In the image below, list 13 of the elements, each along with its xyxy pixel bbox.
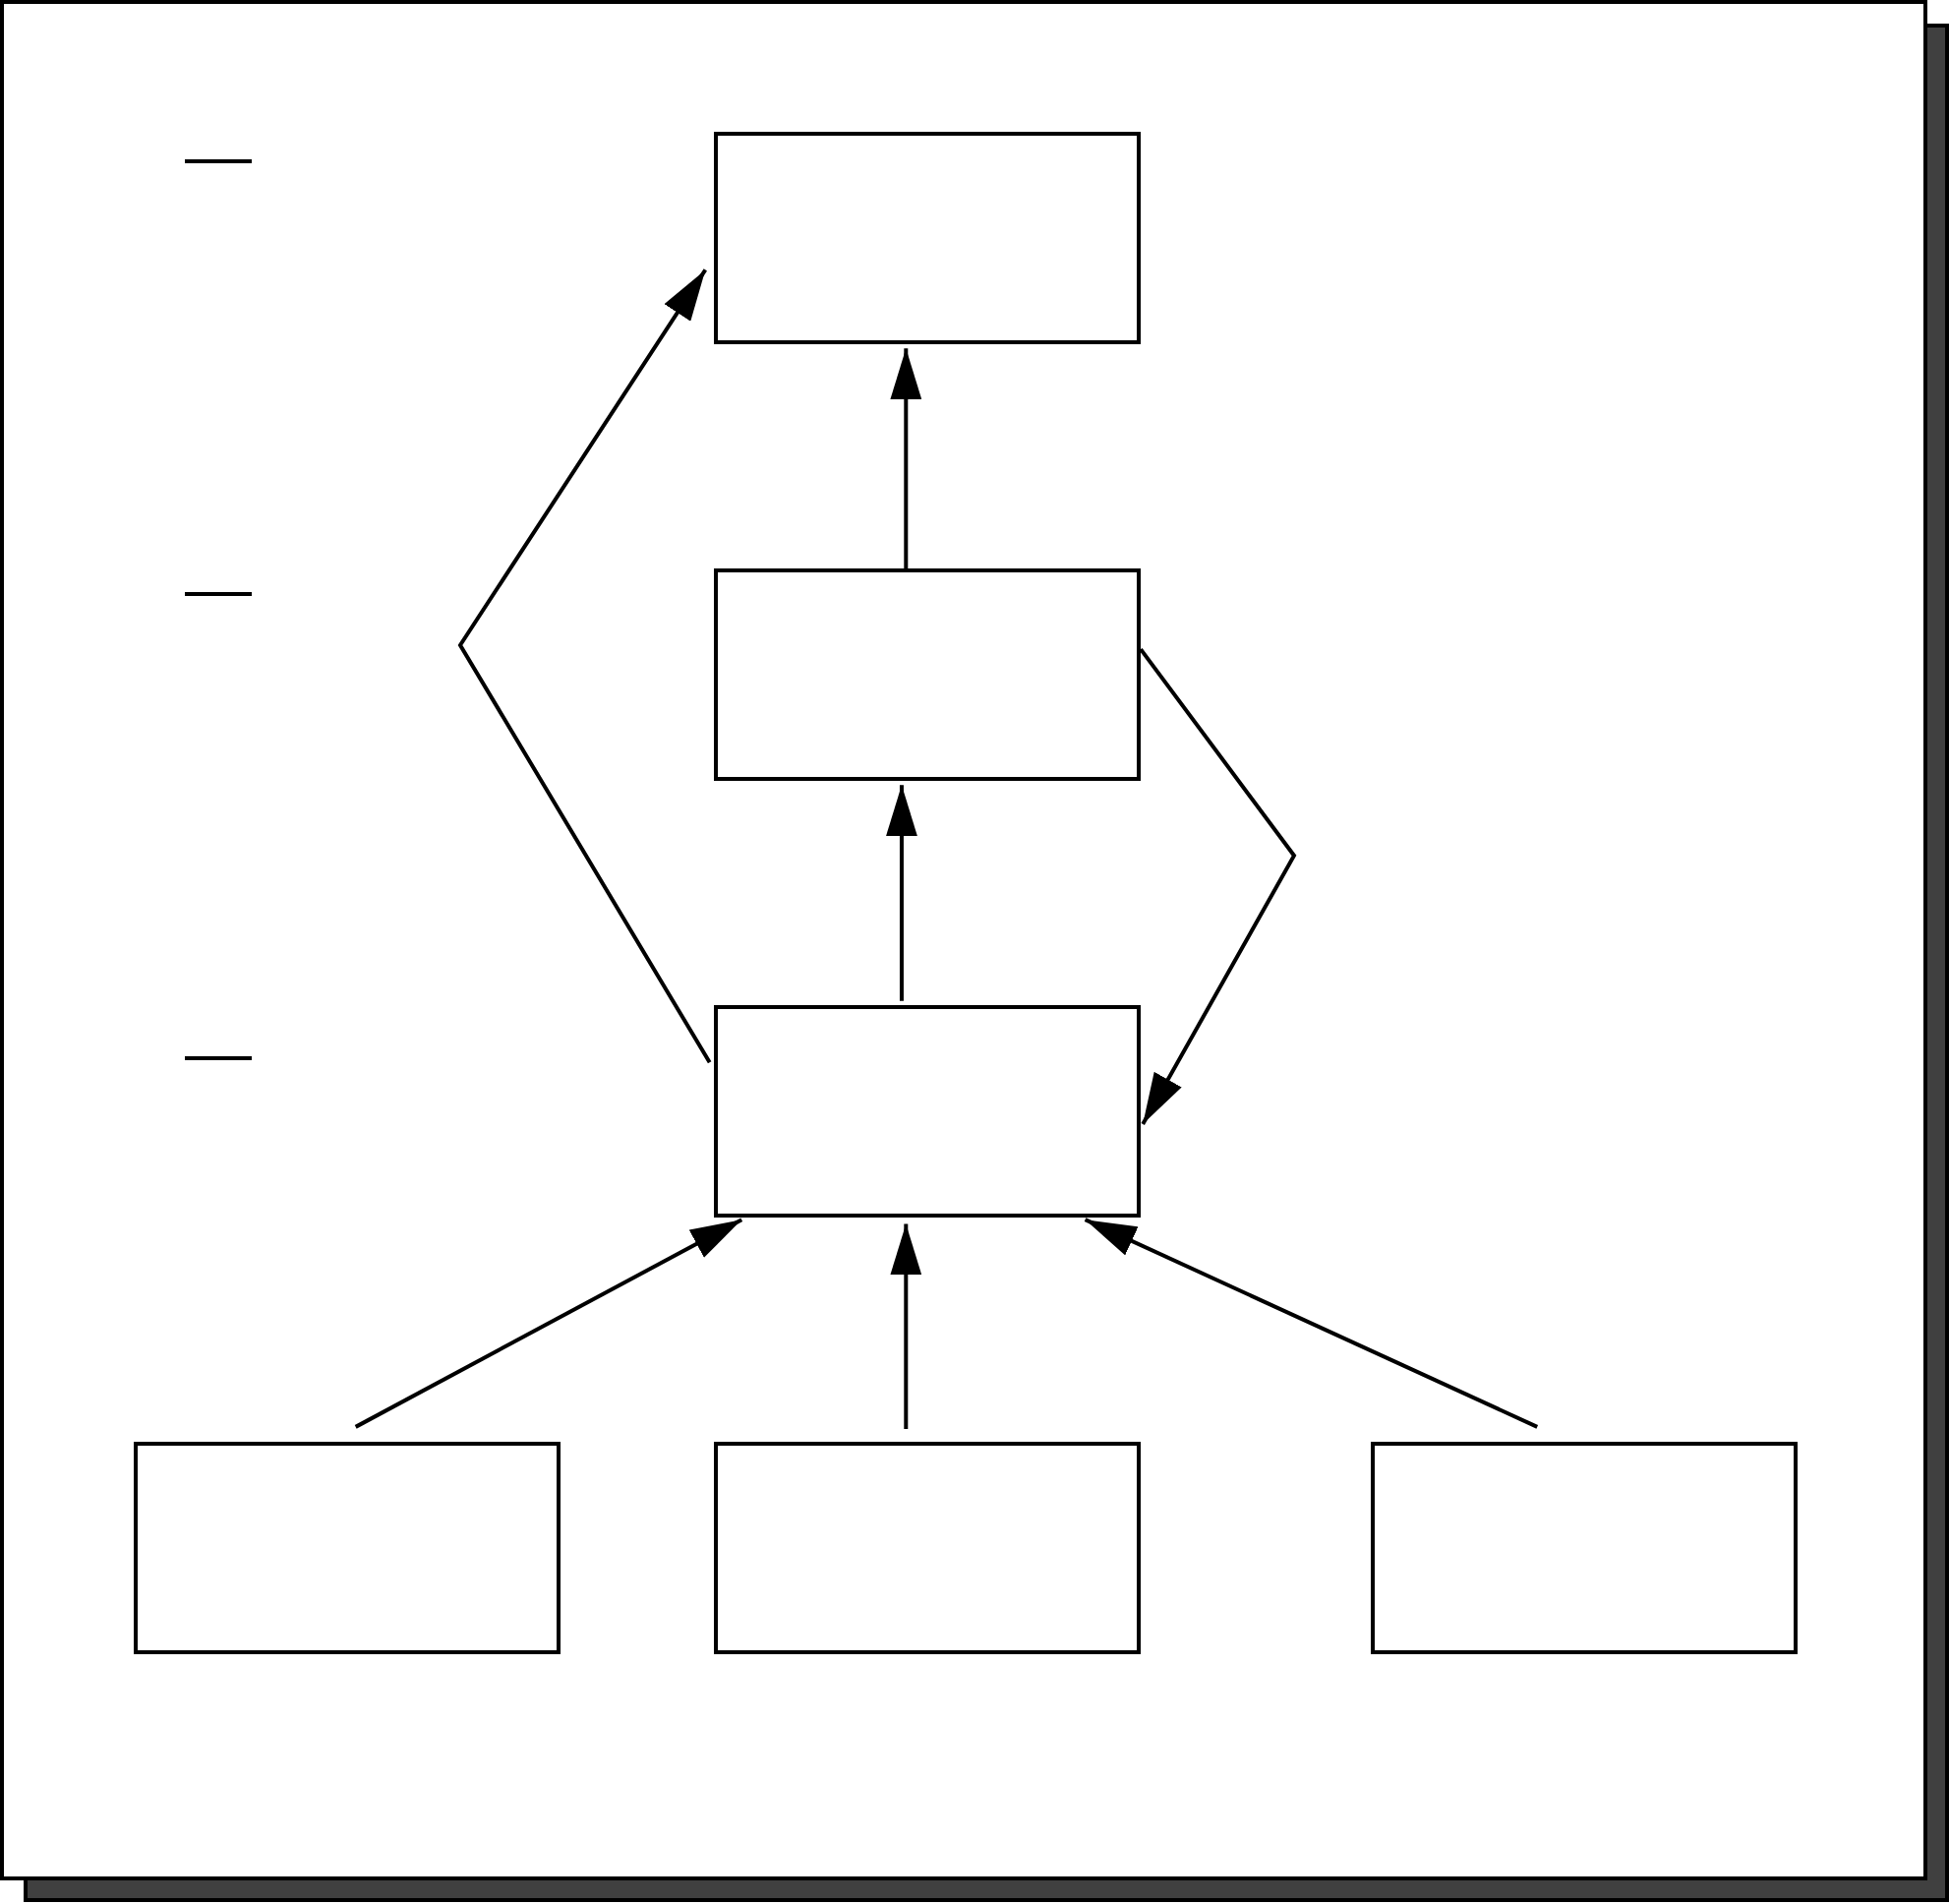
empty-box [714, 132, 1141, 344]
arrow [885, 785, 917, 1001]
empty-box [714, 1005, 1141, 1218]
arrow [890, 348, 922, 568]
arrow [1084, 1218, 1539, 1429]
arrow [354, 1218, 743, 1429]
empty-box [1371, 1442, 1798, 1654]
empty-box [714, 568, 1141, 781]
empty-box [714, 1442, 1141, 1654]
arrow [890, 1223, 922, 1430]
arrow [457, 268, 712, 1064]
arrow [1139, 647, 1297, 1125]
empty-box [134, 1442, 561, 1654]
